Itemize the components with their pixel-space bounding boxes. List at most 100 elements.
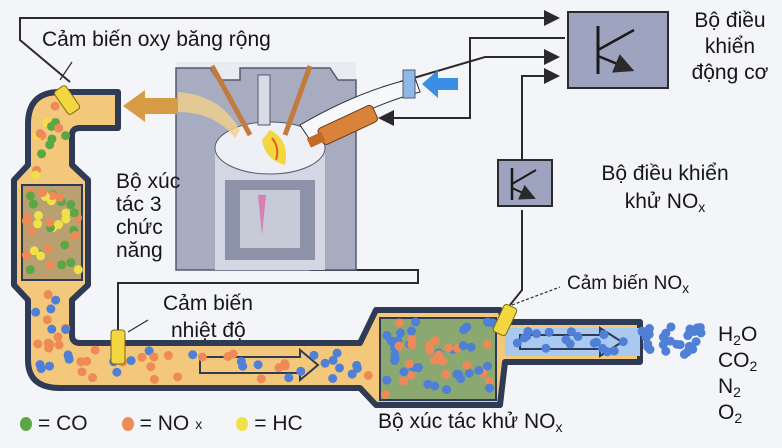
label-text: khử NO xyxy=(624,190,699,213)
output-gas: H2O xyxy=(718,322,757,348)
output-gas-part: CO xyxy=(718,349,750,372)
particle xyxy=(223,351,233,361)
label-line: động cơ xyxy=(691,61,769,84)
particle xyxy=(482,361,492,371)
label-line: khiển xyxy=(704,35,756,58)
subscript: x xyxy=(682,280,690,296)
particle xyxy=(394,341,404,351)
particle xyxy=(66,258,76,268)
particle xyxy=(462,360,472,370)
particle xyxy=(284,373,294,383)
particle xyxy=(609,346,619,356)
particle xyxy=(394,318,404,328)
particle xyxy=(335,363,345,373)
particle xyxy=(434,350,444,360)
label-nox-reduction-catalyst: Bộ xúc tác khử NOx xyxy=(378,410,562,434)
wire-nox-sensor xyxy=(509,210,523,306)
wire-oxygen-sensor xyxy=(19,10,560,83)
particle xyxy=(73,265,83,275)
legend-swatch xyxy=(236,417,249,431)
particle xyxy=(47,324,57,334)
particle xyxy=(691,337,701,347)
label-line: Bộ điều xyxy=(694,9,766,32)
particle xyxy=(42,315,52,325)
wire-nox-controller xyxy=(521,68,560,160)
label-line: tác 3 xyxy=(116,193,162,216)
particle xyxy=(144,346,154,356)
particle xyxy=(29,246,39,256)
legend-swatch xyxy=(121,417,134,431)
particle xyxy=(66,200,76,210)
particle xyxy=(442,385,452,395)
particle xyxy=(21,216,31,226)
particle xyxy=(683,331,693,341)
subscript: x xyxy=(698,199,706,215)
label-nox-controller: Bộ điều khiển khử NOx xyxy=(575,160,755,216)
output-gas-part: O xyxy=(740,323,758,346)
particle xyxy=(565,339,575,349)
label-wide-oxygen-sensor: Cảm biến oxy băng rộng xyxy=(42,28,271,51)
particle xyxy=(423,379,433,389)
label-line: Bộ điều khiển xyxy=(601,162,729,185)
output-gas-part: 2 xyxy=(733,332,741,348)
particle xyxy=(37,149,47,159)
particle xyxy=(21,250,31,260)
throttle-valve-icon xyxy=(402,69,416,99)
particle xyxy=(599,330,609,340)
particle xyxy=(36,251,46,261)
particle xyxy=(474,365,484,375)
legend-swatch xyxy=(20,417,32,431)
particle xyxy=(28,199,38,209)
particle xyxy=(444,343,454,353)
particle xyxy=(77,367,87,377)
particle xyxy=(88,373,98,383)
particle xyxy=(296,366,306,376)
particle xyxy=(60,240,70,250)
signal-wires xyxy=(19,10,565,335)
particle xyxy=(484,376,494,386)
particle xyxy=(532,329,542,339)
particle xyxy=(47,121,57,131)
label-text: Cảm biến NO xyxy=(567,273,683,294)
particle xyxy=(363,370,373,380)
label-nox-sensor: Cảm biến NOx xyxy=(567,272,689,296)
intake-arrow-icon xyxy=(422,70,458,98)
particle xyxy=(566,327,576,337)
engine-cylinder xyxy=(175,62,357,271)
output-gas-part: N xyxy=(718,375,734,398)
legend-label: = CO xyxy=(38,412,88,435)
particle xyxy=(328,355,338,365)
label-line: chức xyxy=(116,216,163,239)
particle xyxy=(31,307,41,317)
output-gas: CO2 xyxy=(718,348,757,374)
particle xyxy=(53,332,63,342)
exhaust-gas-arrow-icon xyxy=(123,90,178,122)
output-gas: N2 xyxy=(718,374,757,400)
output-gas: O2 xyxy=(718,400,757,426)
legend-label: = HC xyxy=(254,412,303,435)
particle xyxy=(45,217,55,227)
wire-temp-sensor xyxy=(117,269,419,335)
particle xyxy=(466,342,476,352)
particle xyxy=(256,374,266,384)
particle xyxy=(90,345,100,355)
particle xyxy=(61,325,71,335)
particle xyxy=(661,346,671,356)
particle xyxy=(541,343,551,353)
output-gas-part: H xyxy=(718,323,734,346)
particle xyxy=(485,383,495,393)
particle xyxy=(458,341,468,351)
particle xyxy=(149,374,159,384)
output-gas-part: 2 xyxy=(733,384,741,400)
particle xyxy=(320,358,330,368)
particle xyxy=(61,214,71,224)
particle xyxy=(43,244,53,254)
legend-item: = CO xyxy=(20,412,88,436)
particle xyxy=(544,327,554,337)
particle xyxy=(45,361,55,371)
particle xyxy=(483,339,493,349)
particle xyxy=(309,350,319,360)
particle xyxy=(64,354,74,364)
